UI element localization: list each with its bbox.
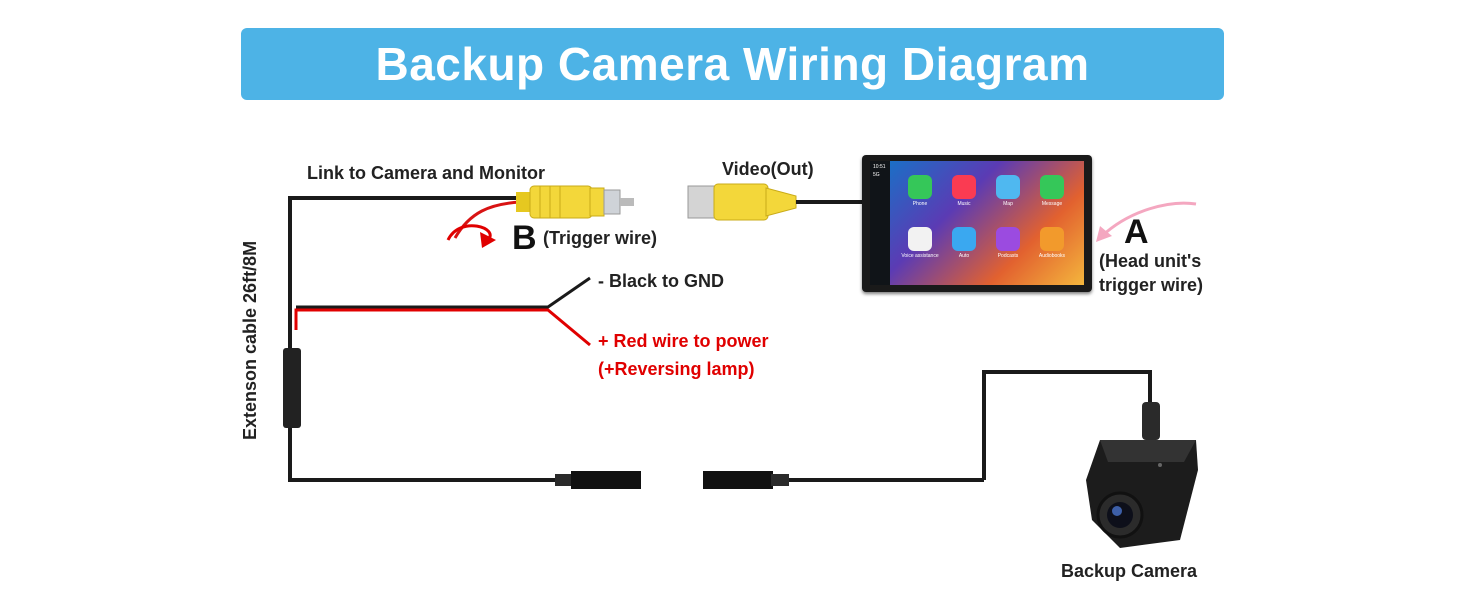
app-label: Phone — [912, 201, 928, 207]
app-label: Audiobooks — [1038, 253, 1066, 259]
app-label: Podcasts — [997, 253, 1019, 259]
trigger-a-letter: A — [1124, 213, 1149, 251]
head-unit-trigger-label-1: (Head unit's — [1099, 251, 1202, 271]
audiobooks-icon[interactable] — [1040, 227, 1064, 251]
bottom-connector-left — [555, 471, 641, 489]
app-label: Message — [1041, 201, 1063, 207]
trigger-b-letter: B — [512, 219, 537, 257]
map-icon[interactable] — [996, 175, 1020, 199]
black-gnd-label: - Black to GND — [598, 271, 725, 291]
head-unit-monitor: 10:51 5G Phone Music Map Message Voice a… — [862, 155, 1092, 292]
phone-icon[interactable] — [908, 175, 932, 199]
music-icon[interactable] — [952, 175, 976, 199]
home-icon[interactable] — [952, 227, 976, 251]
head-unit-display: Phone Music Map Message Voice assistance… — [890, 161, 1084, 285]
app-label: Map — [1003, 201, 1013, 207]
red-power-label: + Red wire to power — [598, 331, 769, 351]
gnd-wire-black — [296, 276, 591, 309]
camera-cable — [982, 370, 1152, 480]
reversing-lamp-label: (+Reversing lamp) — [598, 359, 755, 379]
status-signal: 5G — [873, 172, 880, 178]
link-label: Link to Camera and Monitor — [307, 163, 546, 183]
inline-connector-box — [283, 348, 301, 428]
status-time: 10:51 — [873, 164, 886, 170]
title-banner: Backup Camera Wiring Diagram — [241, 28, 1224, 100]
app-label: Voice assistance — [901, 253, 939, 259]
trigger-arrow-b — [446, 224, 492, 242]
backup-camera-label: Backup Camera — [1061, 561, 1198, 581]
app-label: Auto — [958, 253, 970, 259]
trigger-arrowhead-b — [480, 232, 496, 248]
podcasts-icon[interactable] — [996, 227, 1020, 251]
trigger-arrow-a — [1100, 201, 1197, 238]
page-title: Backup Camera Wiring Diagram — [375, 38, 1090, 90]
message-icon[interactable] — [1040, 175, 1064, 199]
head-unit-sidebar: 10:51 5G — [870, 161, 890, 285]
bottom-connector-right — [703, 471, 984, 489]
trigger-arrowhead-a — [1096, 226, 1112, 242]
voice-icon[interactable] — [908, 227, 932, 251]
rca-male-connector — [516, 185, 634, 219]
rca-female-connector — [687, 183, 864, 221]
app-label: Music — [957, 201, 971, 207]
power-wire-red — [294, 308, 591, 347]
video-out-label: Video(Out) — [722, 159, 814, 179]
head-unit-trigger-label-2: trigger wire) — [1099, 275, 1204, 295]
extension-cable-wire — [288, 196, 560, 482]
trigger-wire-b — [453, 200, 521, 239]
backup-camera — [1086, 402, 1198, 548]
trigger-b-label: (Trigger wire) — [543, 228, 658, 248]
extension-cable-label: Extenson cable 26ft/8M — [240, 240, 260, 440]
